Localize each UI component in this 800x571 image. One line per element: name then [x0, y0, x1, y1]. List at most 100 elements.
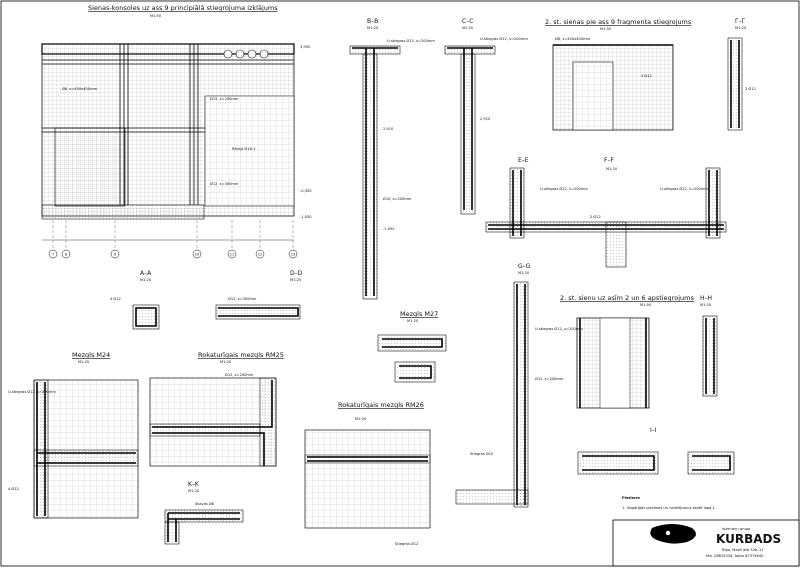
svg-text:Stiegras Ø12: Stiegras Ø12 [395, 541, 418, 546]
svg-text:4 Ø12: 4 Ø12 [641, 73, 652, 78]
axis-9: 9 [114, 253, 117, 257]
svg-text:M1:20: M1:20 [407, 319, 419, 323]
svg-text:U-stiegras Ø12, s=200mm: U-stiegras Ø12, s=200mm [535, 326, 583, 331]
bb-label: U-stiegras Ø12, s=200mm [387, 38, 435, 43]
svg-text:Rokaturīgais mezgls RM26: Rokaturīgais mezgls RM26 [338, 401, 424, 409]
svg-text:Ø8, s=400x400mm: Ø8, s=400x400mm [555, 36, 591, 41]
svg-text:M1:20: M1:20 [220, 360, 232, 364]
svg-text:M1:20: M1:20 [462, 26, 474, 30]
company-subtitle: inženieru grupa [722, 527, 750, 531]
lower-opening [54, 127, 126, 207]
svg-text:Г–Г: Г–Г [735, 18, 746, 25]
cc-title: C–C [462, 18, 473, 25]
view-node-rm25: Rokaturīgais mezgls RM25 M1:20 Ø12, s=20… [149, 351, 284, 467]
svg-text:U-stiegras Ø12, s=200mm: U-stiegras Ø12, s=200mm [540, 186, 588, 191]
svg-text:M1:20: M1:20 [140, 278, 152, 282]
svg-text:2. st. sienu uz asīm 2 un 6 ap: 2. st. sienu uz asīm 2 un 6 apstiegrojum… [560, 294, 694, 302]
svg-text:H–H: H–H [700, 295, 712, 302]
svg-text:M1:50: M1:50 [600, 27, 612, 31]
svg-text:M1:20: M1:20 [735, 26, 747, 30]
svg-text:4 Ø12: 4 Ø12 [110, 296, 121, 301]
view-fragment: 2. st. sienas pie ass 9 fragmenta stiegr… [545, 18, 692, 131]
svg-text:G–G: G–G [518, 263, 531, 270]
view-node-m27: Mezgls M27 M1:20 [377, 310, 447, 383]
axis-12: 12 [258, 253, 263, 257]
notes-heading: Piezīmes [622, 496, 640, 500]
notes-item-1: 1. Vispārīgās piezīmes un norādījumus sk… [622, 506, 716, 510]
label-rebar-2: Ø8, s=400x400mm [62, 86, 98, 91]
svg-text:U-stiegras Ø12, s=200mm: U-stiegras Ø12, s=200mm [480, 36, 528, 41]
elev-main-title: Sienas-konsoles uz ass 9 principiālā sti… [88, 4, 278, 12]
svg-text:Ø12, s=200mm: Ø12, s=200mm [535, 376, 564, 381]
svg-text:Ø10, s=200mm: Ø10, s=200mm [383, 196, 412, 201]
svg-text:Skavas Ø8: Skavas Ø8 [195, 501, 215, 506]
svg-text:2 Ø12: 2 Ø12 [745, 86, 756, 91]
svg-text:Mezgls M24: Mezgls M24 [72, 351, 110, 359]
view-section-cc: C–C M1:20 U-stiegras Ø12, s=200mm 2,910 [444, 18, 528, 215]
company-name: KURBADS [716, 532, 781, 546]
bb-scale: M1:20 [367, 26, 379, 30]
view-section-gg: Г–Г M1:20 2 Ø12 [727, 18, 756, 131]
elev-main-scale: M1:50 [150, 14, 162, 18]
svg-text:M1:20: M1:20 [188, 489, 200, 493]
view-section-gg2: G–G M1:20 U-stiegras Ø12, s=200mm Ø12, s… [455, 263, 583, 508]
svg-text:M1:20: M1:20 [700, 303, 712, 307]
level-top: 3,950 [300, 45, 311, 49]
svg-text:Ø12, s=300mm: Ø12, s=300mm [228, 296, 257, 301]
axis-8: 8 [65, 253, 68, 257]
level-low: -1,050 [300, 215, 312, 219]
svg-text:Stiegras Ø12: Stiegras Ø12 [470, 451, 493, 456]
company-address: Rīga, Mazā iela 52b–17 [722, 548, 764, 552]
view-section-ii: I–I [577, 427, 735, 475]
frag-title: 2. st. sienas pie ass 9 fragmenta stiegr… [545, 18, 692, 26]
svg-text:E–E: E–E [518, 157, 529, 164]
axis-11: 11 [230, 253, 235, 257]
svg-text:A–A: A–A [140, 270, 152, 277]
view-section-bb: B–B M1:20 U-stiegras Ø12, s=200mm 2,910 … [349, 18, 435, 300]
notes-block: Piezīmes 1. Vispārīgās piezīmes un norād… [622, 496, 716, 510]
label-rebar-1: Ø12, s=200mm [210, 96, 239, 101]
svg-text:Mezgls M27: Mezgls M27 [400, 310, 438, 318]
title-block: inženieru grupa KURBADS Rīga, Mazā iela … [612, 519, 800, 567]
view-section-kk: K–K M1:20 Skavas Ø8 [164, 481, 244, 545]
axis-13: 13 [291, 253, 296, 257]
view-node-rm26: Rokaturīgais mezgls RM26 M1:20 Stiegras … [304, 401, 431, 546]
view-walls-2-6: 2. st. sienu uz asīm 2 un 6 apstiegrojum… [560, 294, 718, 409]
svg-text:I–I: I–I [650, 427, 657, 434]
view-section-ee-ff: E–E F–F M1:20 U-stiegras Ø12, s=200mm U-… [485, 157, 727, 268]
svg-text:F–F: F–F [604, 157, 614, 164]
svg-text:D–D: D–D [290, 270, 303, 277]
view-elevation-main: Sienas-konsoles uz ass 9 principiālā sti… [41, 4, 312, 259]
axis-7: 7 [52, 253, 54, 257]
foundation-strip [41, 204, 205, 220]
svg-text:M1:20: M1:20 [290, 278, 302, 282]
company-phone: tālr. 28833334; fakss 67374640 [706, 554, 764, 558]
svg-text:2,910: 2,910 [383, 127, 394, 131]
svg-text:U-stiegras Ø12, s=200mm: U-stiegras Ø12, s=200mm [660, 186, 708, 191]
svg-text:2,910: 2,910 [480, 117, 491, 121]
label-rebar-4: Rāmja Ø16-1 [232, 146, 256, 151]
axis-10: 10 [195, 253, 200, 257]
svg-text:U-stiegras Ø12, s=200mm: U-stiegras Ø12, s=200mm [8, 389, 56, 394]
view-node-m24: Mezgls M24 M1:20 U-stiegras Ø12, s=200mm… [8, 351, 139, 519]
svg-text:4 Ø12: 4 Ø12 [8, 486, 19, 491]
kurbads-logo-icon [650, 524, 696, 544]
svg-text:M1:20: M1:20 [518, 271, 530, 275]
svg-text:M1:20: M1:20 [78, 360, 90, 364]
svg-text:M1:50: M1:50 [640, 303, 652, 307]
svg-text:-1,050: -1,050 [383, 227, 395, 231]
view-section-dd: D–D M1:20 Ø12, s=300mm [215, 270, 303, 320]
view-section-aa: A–A M1:20 4 Ø12 [110, 270, 160, 330]
svg-text:Ø12, s=200mm: Ø12, s=200mm [225, 372, 254, 377]
label-rebar-3: Ø12, s=300mm [210, 181, 239, 186]
svg-text:Rokaturīgais mezgls RM25: Rokaturīgais mezgls RM25 [198, 351, 284, 359]
top-beam [41, 43, 295, 55]
bb-title: B–B [367, 18, 378, 25]
svg-text:M1:20: M1:20 [355, 417, 367, 421]
svg-text:2 Ø12: 2 Ø12 [590, 214, 601, 219]
level-mid: -0,350 [300, 189, 312, 193]
svg-text:M1:20: M1:20 [606, 167, 618, 171]
